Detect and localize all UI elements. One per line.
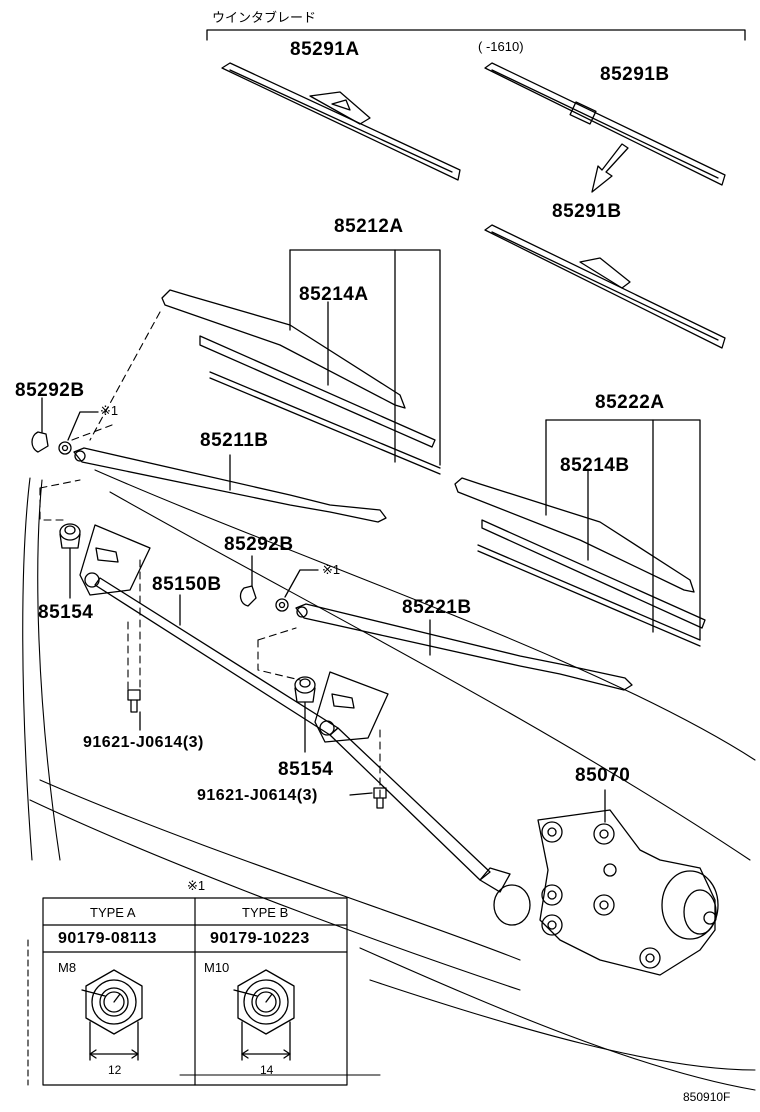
supersession-arrow (591, 143, 629, 193)
cap-85292B-left (31, 397, 49, 453)
arm-85211B (73, 447, 387, 523)
date-note: ( -1610) (478, 39, 524, 54)
label-85292B-left: 85292B (15, 380, 85, 401)
motor-85070 (493, 789, 719, 976)
label-91621-left: 91621-J0614(3) (83, 734, 204, 751)
nut-table (42, 897, 348, 1086)
table-col-a-part: 90179-08113 (58, 930, 157, 947)
table-col-b-type: TYPE B (242, 905, 289, 920)
winter-blade-bracket (206, 29, 746, 41)
link-rod-85150B (94, 577, 511, 893)
label-85291B-bottom: 85291B (552, 201, 622, 222)
label-85150B: 85150B (152, 574, 222, 595)
figure-code: 850910F (683, 1090, 731, 1104)
hex-nut-type-b (233, 969, 295, 1061)
table-col-b-width: 14 (260, 1063, 274, 1077)
arm-85221B (295, 603, 633, 691)
group-label: ウインタブレード (212, 10, 317, 25)
bolt-left (127, 689, 141, 731)
blade-85222A (454, 419, 706, 647)
blade-85212A (161, 249, 441, 475)
blade-85291B-bottom (484, 224, 726, 349)
cap-85292B-mid (239, 555, 257, 607)
label-85214A: 85214A (299, 284, 369, 305)
note-mark-1: ※1 (100, 403, 119, 418)
label-85154-left: 85154 (38, 602, 94, 623)
note-mark-2: ※1 (322, 562, 341, 577)
table-col-a-type: TYPE A (90, 905, 136, 920)
pivot-85154-left (59, 523, 151, 599)
note-mark-table: ※1 (187, 878, 206, 893)
label-85222A: 85222A (595, 392, 665, 413)
blade-85291B-top (484, 62, 726, 186)
pivot-85154-mid (294, 671, 389, 753)
nut-left (58, 411, 99, 455)
nut-mid (275, 569, 319, 612)
label-85154-mid: 85154 (278, 759, 334, 780)
label-85291B-top: 85291B (600, 64, 670, 85)
label-91621-mid: 91621-J0614(3) (197, 787, 318, 804)
table-col-b-size: M10 (204, 960, 230, 975)
label-85292B-mid: 85292B (224, 534, 294, 555)
table-col-a-width: 12 (108, 1063, 122, 1077)
label-85291A: 85291A (290, 39, 360, 60)
leader-dashes (39, 311, 381, 801)
hex-nut-type-a (81, 969, 143, 1061)
label-85211B: 85211B (200, 430, 269, 451)
label-85212A: 85212A (334, 216, 404, 237)
table-col-b-part: 90179-10223 (210, 930, 310, 947)
label-85070: 85070 (575, 765, 631, 786)
table-col-a-size: M8 (58, 960, 77, 975)
label-85214B: 85214B (560, 455, 630, 476)
label-85221B: 85221B (402, 597, 472, 618)
windshield-outline (22, 469, 756, 1091)
bolt-mid (349, 787, 387, 809)
blade-85291A (221, 62, 461, 181)
